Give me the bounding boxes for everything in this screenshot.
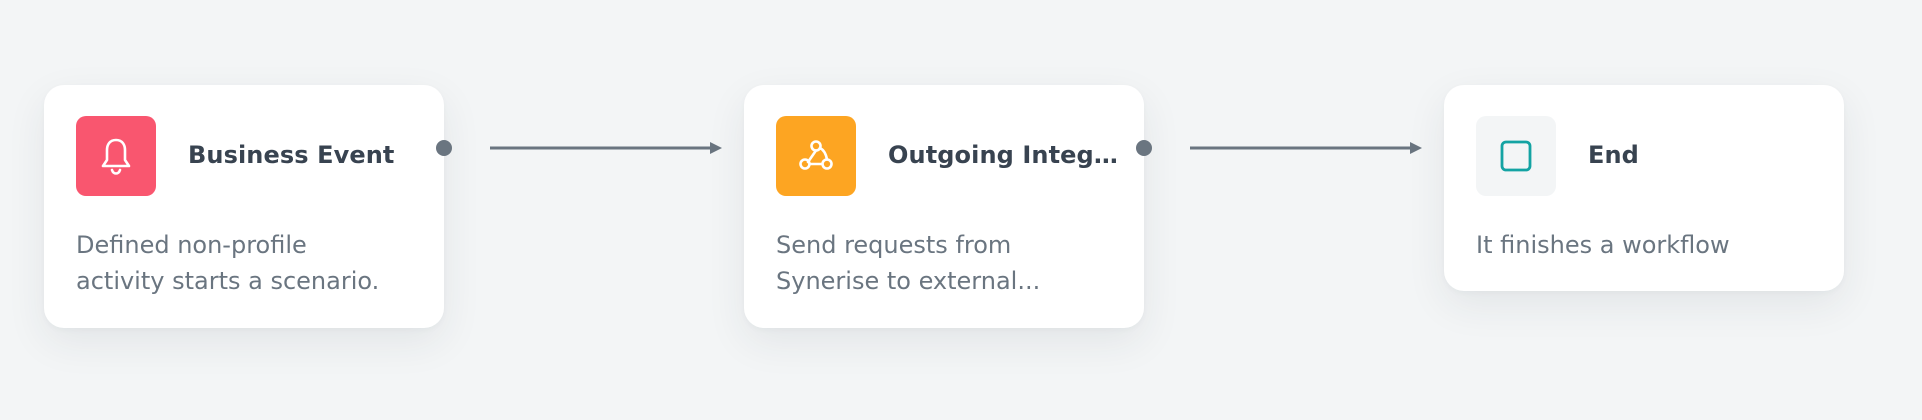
stop-square-icon [1500,140,1532,172]
node-title: Business Event [188,141,395,169]
node-description: Defined non-profile activity starts a sc… [76,227,396,299]
bell-icon [101,138,131,175]
node-icon-container [1476,116,1556,196]
connector-arrow[interactable] [1130,138,1430,158]
node-description-line: activity starts a scenario. [76,267,380,295]
node-description-line: Send requests from [776,231,1012,259]
node-description: Send requests from Synerise to external.… [776,227,1096,299]
connector-arrow[interactable] [430,138,730,158]
node-description-line: Defined non-profile [76,231,307,259]
node-title: Outgoing Integr... [888,141,1124,169]
node-end[interactable]: End It finishes a workflow [1444,85,1844,291]
output-port [1136,140,1152,156]
arrow-head-icon [710,142,722,154]
webhook-icon [799,140,833,170]
node-business-event[interactable]: Business Event Defined non-profile activ… [44,85,444,328]
node-description: It finishes a workflow [1476,227,1796,263]
node-title: End [1588,141,1639,169]
output-port [436,140,452,156]
node-outgoing-integration[interactable]: Outgoing Integr... Send requests from Sy… [744,85,1144,328]
node-description-line: Synerise to external... [776,267,1041,295]
arrow-head-icon [1410,142,1422,154]
node-description-line: It finishes a workflow [1476,231,1730,259]
node-icon-container [776,116,856,196]
node-icon-container [76,116,156,196]
